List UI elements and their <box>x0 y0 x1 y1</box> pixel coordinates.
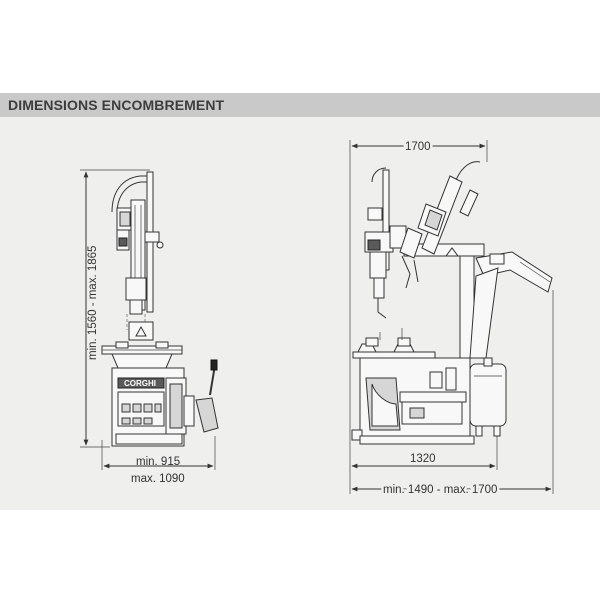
base-width-dimension: 1320 <box>351 436 498 470</box>
overall-width-dimension: min. 1490 - max. 1700 <box>349 290 554 499</box>
warning-triangle <box>128 321 154 341</box>
width-dimension-front: min. 915 max. 1090 <box>101 436 216 485</box>
overall-width-label: min. 1490 - max. 1700 <box>383 484 497 496</box>
side-turntable <box>352 328 436 359</box>
bead-breaker-arm <box>195 359 219 433</box>
mounting-head-tilted <box>399 161 481 289</box>
turntable <box>101 341 183 369</box>
cabinet-body: CORGHI <box>111 367 195 447</box>
mounting-head-upright <box>364 167 407 319</box>
width-max-label: max. 1090 <box>131 473 185 485</box>
width-min-label: min. 915 <box>136 456 180 468</box>
mounting-head <box>111 171 164 330</box>
base-width-label: 1320 <box>410 453 436 465</box>
air-tank <box>469 357 507 437</box>
brand-label: CORGHI <box>124 379 156 388</box>
side-cabinet <box>351 357 475 445</box>
top-width-label: 1700 <box>405 141 431 153</box>
side-view: 1700 <box>349 139 554 499</box>
section-title: DIMENSIONS ENCOMBREMENT <box>8 97 225 113</box>
front-view: min. 1560 - max. 1865 <box>80 169 219 485</box>
height-label: min. 1560 - max. 1865 <box>87 246 99 360</box>
tilting-arm <box>469 251 553 359</box>
drawing-sheet <box>0 93 600 510</box>
top-width-dimension: 1700 <box>349 139 488 470</box>
section-header: DIMENSIONS ENCOMBREMENT <box>0 93 600 117</box>
height-dimension: min. 1560 - max. 1865 <box>80 169 150 448</box>
